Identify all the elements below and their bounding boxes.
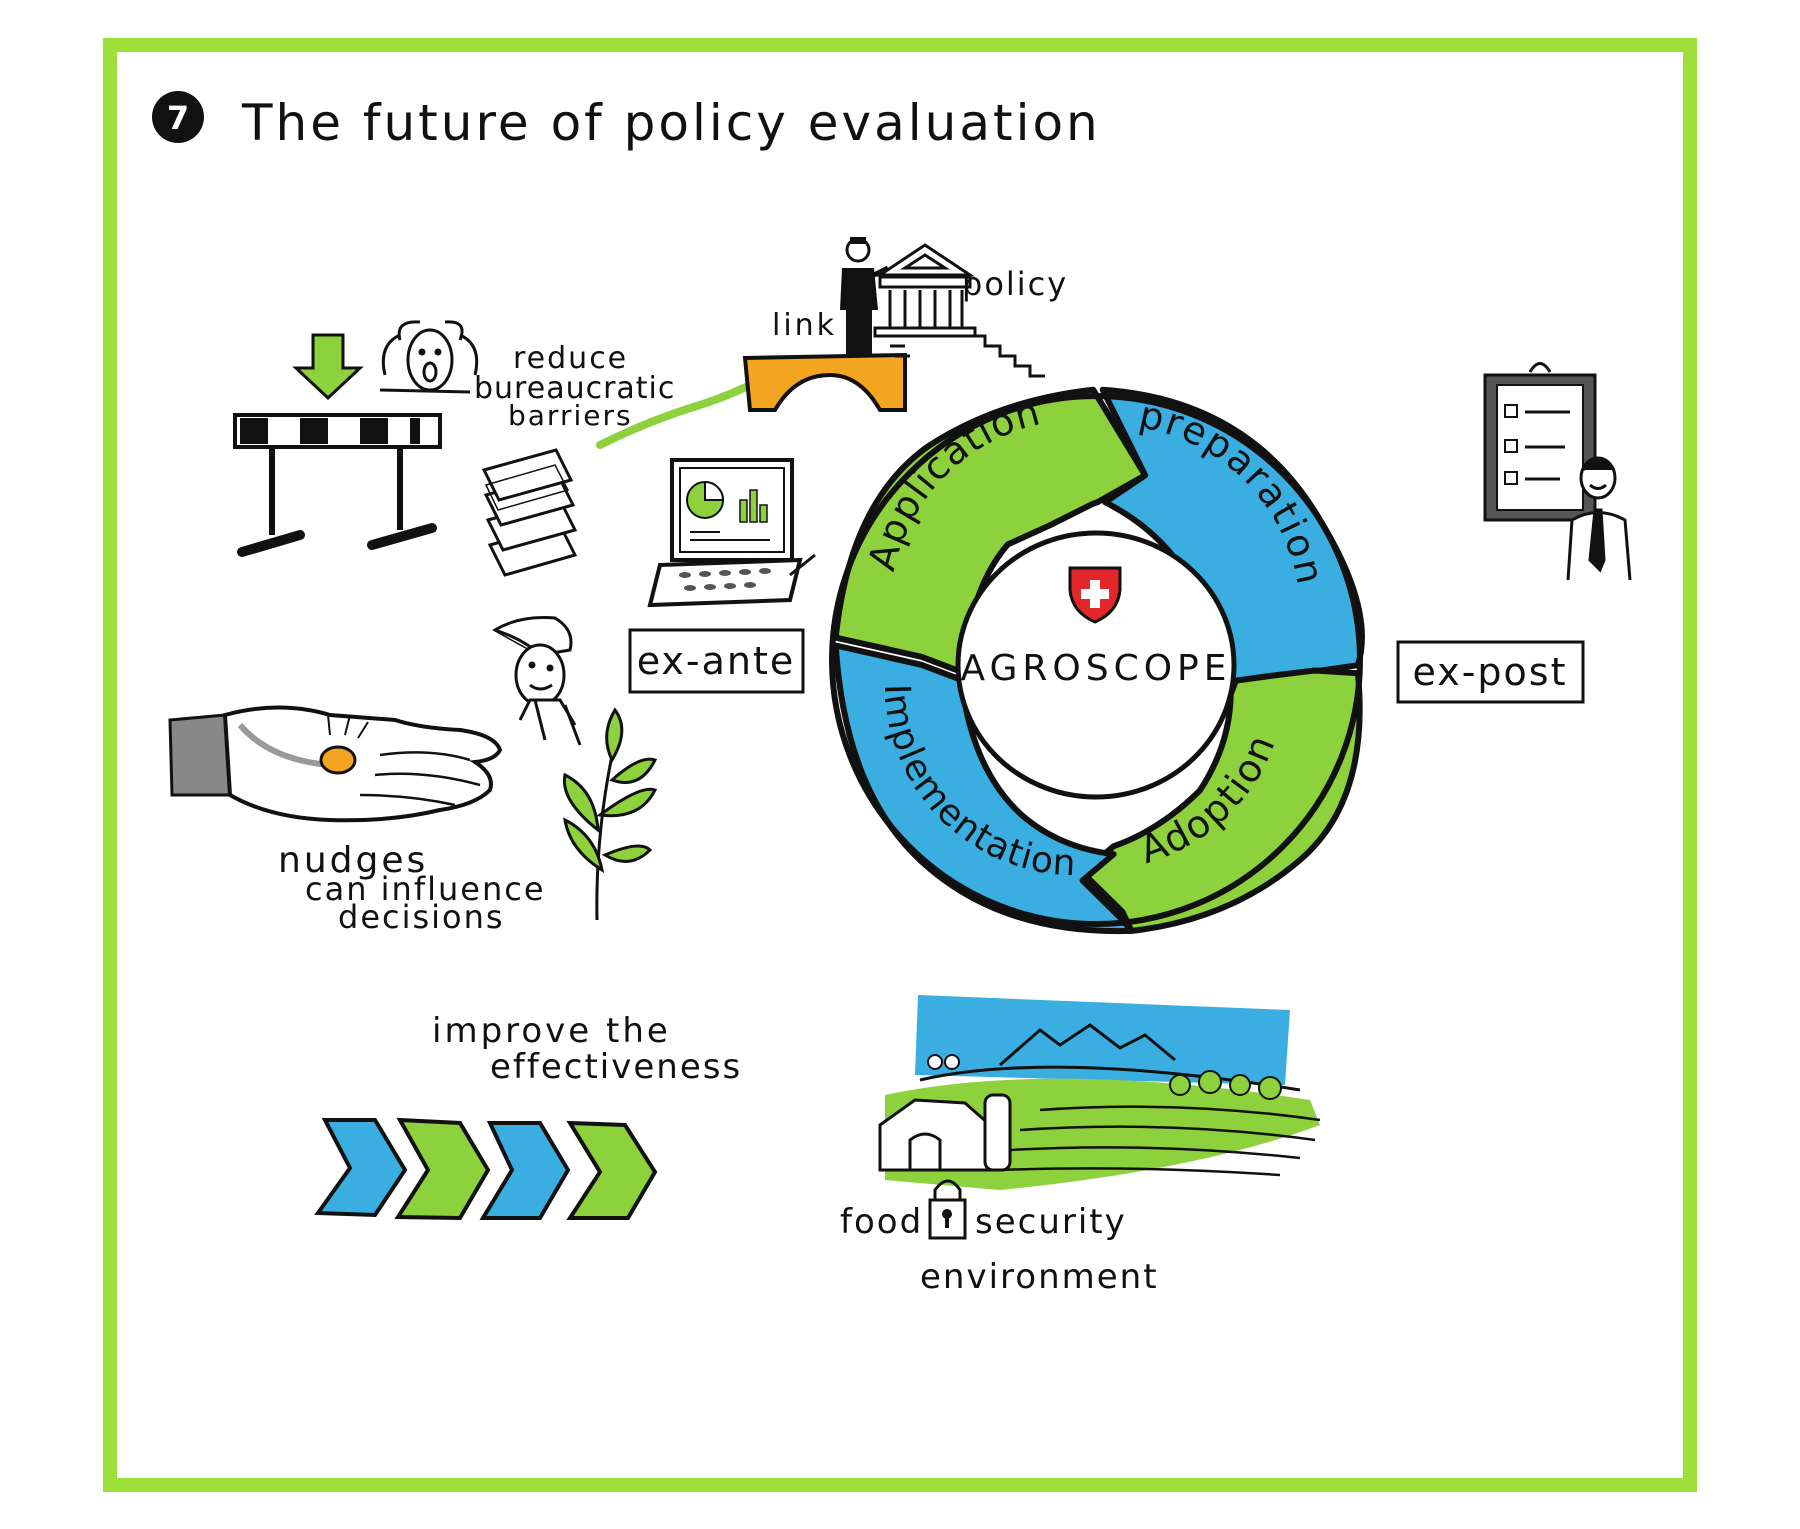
ex-ante-box: ex-ante bbox=[628, 628, 805, 694]
link-label: link bbox=[772, 308, 837, 343]
svg-text:reduce: reduce bbox=[513, 341, 628, 376]
open-hand-icon bbox=[168, 705, 503, 823]
section-number-badge bbox=[152, 91, 204, 143]
barrier-illustration bbox=[233, 320, 479, 557]
farm-landscape-icon bbox=[878, 995, 1321, 1190]
policy-label: policy bbox=[962, 265, 1068, 303]
paper-stack-icon bbox=[481, 448, 578, 577]
laptop-icon bbox=[647, 458, 816, 608]
food-label: food bbox=[840, 1202, 923, 1242]
svg-text:nudges: nudges bbox=[278, 840, 428, 881]
svg-text:decisions: decisions bbox=[338, 898, 505, 936]
improve-effectiveness-label: improve the effectiveness bbox=[432, 1011, 742, 1087]
government-building-icon bbox=[873, 243, 1045, 378]
policymaker-person-icon bbox=[840, 237, 890, 355]
plant-icon bbox=[562, 707, 658, 921]
bridge-path bbox=[596, 381, 754, 449]
svg-text:ex-ante: ex-ante bbox=[637, 639, 796, 683]
page-frame bbox=[103, 38, 1697, 1492]
svg-text:can influence: can influence bbox=[305, 870, 546, 908]
svg-text:ex-post: ex-post bbox=[1413, 650, 1568, 694]
cycle-center-label: AGROSCOPE bbox=[960, 648, 1231, 689]
chevron-icon bbox=[479, 1121, 571, 1220]
svg-text:bureaucratic: bureaucratic bbox=[474, 371, 675, 406]
nudges-label: nudges can influence decisions bbox=[278, 840, 546, 936]
section-number: 7 bbox=[167, 99, 189, 137]
svg-text:improve the: improve the bbox=[432, 1011, 671, 1051]
stressed-person-icon bbox=[379, 320, 479, 394]
svg-text:effectiveness: effectiveness bbox=[490, 1047, 742, 1087]
chevron-icon bbox=[394, 1117, 491, 1221]
lock-icon bbox=[928, 1179, 967, 1240]
bridge-icon bbox=[742, 352, 907, 412]
security-label: security bbox=[975, 1202, 1127, 1242]
clipboard-icon bbox=[1483, 362, 1597, 522]
farmer-icon bbox=[492, 616, 582, 746]
down-arrow-icon bbox=[292, 333, 364, 401]
svg-text:barriers: barriers bbox=[508, 399, 633, 432]
silo-icon bbox=[983, 1093, 1012, 1172]
ex-post-box: ex-post bbox=[1396, 640, 1585, 704]
reduce-barriers-label: reduce bureaucratic barriers bbox=[474, 341, 675, 432]
evaluator-person-icon bbox=[1566, 456, 1632, 581]
swiss-shield-icon bbox=[1068, 566, 1122, 624]
chevron-arrows bbox=[314, 1117, 658, 1221]
chevron-icon bbox=[566, 1120, 658, 1220]
header: 7 The future of policy evaluation bbox=[152, 91, 1101, 152]
page-title: The future of policy evaluation bbox=[241, 94, 1101, 152]
chevron-icon bbox=[314, 1118, 408, 1218]
coin-icon bbox=[319, 745, 357, 775]
environment-label: environment bbox=[920, 1257, 1159, 1297]
policy-cycle: Application preparation Adoption Impleme… bbox=[829, 386, 1365, 935]
barrier-bar bbox=[233, 413, 442, 449]
